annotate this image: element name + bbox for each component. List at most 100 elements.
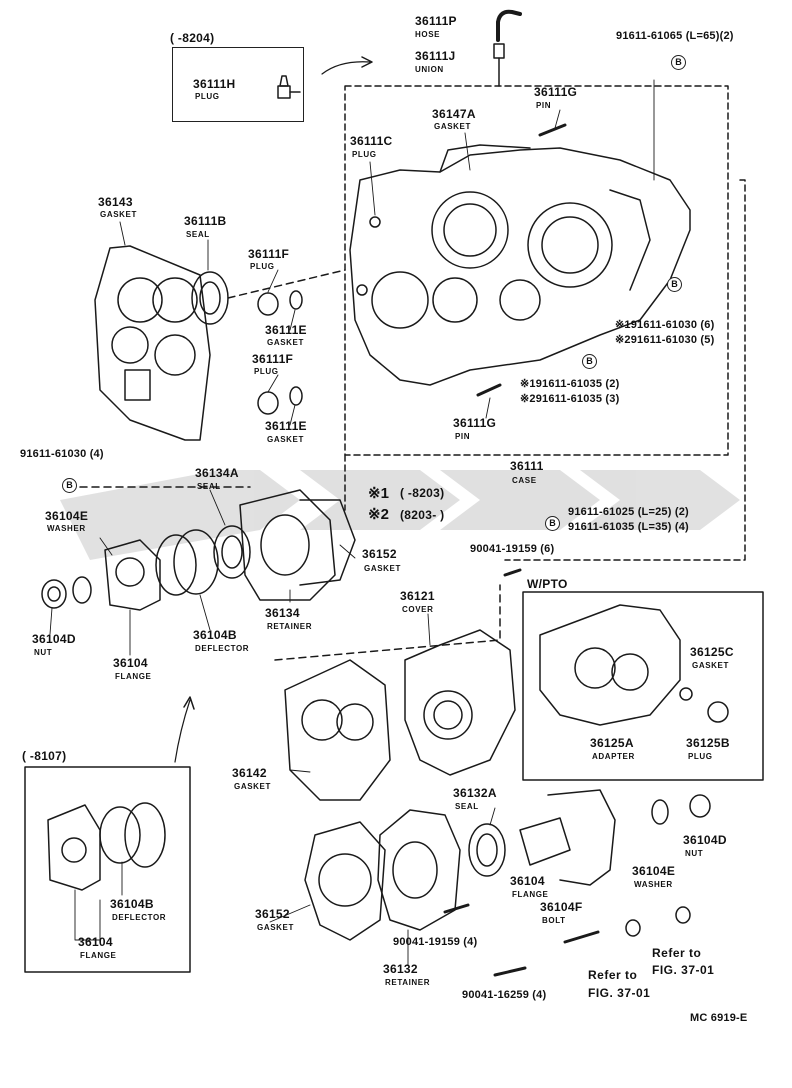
pto-box-title: W/PTO — [527, 577, 568, 591]
part-number: 36111P — [415, 14, 457, 28]
part-description: DEFLECTOR — [112, 913, 167, 922]
part-description: GASKET — [692, 661, 729, 670]
ref-marker-b: B — [62, 478, 77, 493]
part-description: UNION — [415, 65, 444, 74]
refer-note: Refer to — [588, 968, 638, 982]
part-number: 36125C — [690, 645, 734, 659]
stud-90041-drawing — [493, 966, 527, 977]
part-number: 36104 — [510, 874, 545, 888]
part-number: 36111F — [248, 247, 290, 261]
bolt-part-number: 91611-61065 (L=65)(2) — [616, 30, 734, 42]
part-description: NUT — [685, 849, 704, 858]
part-description: PLUG — [352, 150, 377, 159]
part-number: 36121 — [400, 589, 435, 603]
retainer-stack-drawing — [213, 489, 356, 601]
part-description: GASKET — [234, 782, 271, 791]
part-description: SEAL — [186, 230, 210, 239]
part-number: 36104D — [683, 833, 727, 847]
part-number: 36152 — [255, 907, 290, 921]
part-description: DEFLECTOR — [195, 644, 250, 653]
adapter-36125A-drawing — [539, 604, 729, 726]
bolt-90041-lower-drawing — [443, 903, 470, 914]
ref-marker-b: B — [667, 277, 682, 292]
part-number: 36147A — [432, 107, 476, 121]
part-number: 36142 — [232, 766, 267, 780]
refer-note: FIG. 37-01 — [652, 963, 715, 977]
pin-top-drawing — [538, 123, 567, 137]
part-number: 36104E — [632, 864, 676, 878]
date-range-box-top — [172, 47, 304, 122]
part-description: PLUG — [688, 752, 713, 761]
bolt-part-number: 90041-19159 (6) — [470, 543, 555, 555]
part-description: RETAINER — [385, 978, 431, 987]
part-description: PLUG — [195, 92, 220, 101]
part-number: 36111F — [252, 352, 294, 366]
part-number: 36104 — [113, 656, 148, 670]
part-description: GASKET — [267, 435, 304, 444]
figure-code: MC 6919-E — [690, 1012, 748, 1024]
part-description: FLANGE — [512, 890, 549, 899]
part-number: 36104D — [32, 632, 76, 646]
part-description: RETAINER — [267, 622, 313, 631]
cover-36121-drawing — [404, 629, 516, 776]
part-number: 36152 — [362, 547, 397, 561]
part-description: NUT — [34, 648, 53, 657]
part-number: 36111E — [265, 419, 307, 433]
date-range-note: (8203- ) — [400, 508, 445, 522]
part-description: WASHER — [634, 880, 673, 889]
refer-note: Refer to — [652, 946, 702, 960]
part-number: 36111G — [534, 85, 578, 99]
bolt-part-number: 90041-19159 (4) — [393, 936, 478, 948]
part-number: 36104 — [78, 935, 113, 949]
part-number: 36104E — [45, 509, 89, 523]
seal-36132A-drawing — [468, 823, 506, 877]
transfer-case-drawing — [349, 144, 691, 386]
part-description: SEAL — [197, 482, 221, 491]
note-marker: ※1 — [368, 485, 389, 502]
part-number: 36111B — [184, 214, 227, 228]
part-description: PIN — [536, 101, 552, 110]
bolt-part-number: 91611-61025 (L=25) (2) — [568, 506, 689, 518]
part-number: 36104B — [193, 628, 237, 642]
gasket-36143-drawing — [94, 245, 211, 441]
ref-marker-b: B — [582, 354, 597, 369]
pto-box-outline — [522, 591, 764, 781]
bolt-part-number: ※291611-61030 (5) — [615, 334, 715, 346]
plug-36111H-drawing — [277, 75, 301, 99]
part-number: 36134 — [265, 606, 300, 620]
part-description: BOLT — [542, 916, 566, 925]
ref-marker-b: B — [671, 55, 686, 70]
part-number: 36111J — [415, 49, 456, 63]
part-number: 36125A — [590, 736, 634, 750]
part-description: GASKET — [364, 564, 401, 573]
gasket-36142-drawing — [284, 659, 391, 801]
part-description: ADAPTER — [592, 752, 635, 761]
part-number: 36125B — [686, 736, 730, 750]
part-number: 36132A — [453, 786, 497, 800]
flange-upper-drawing — [104, 529, 219, 611]
nut-washer-drawing — [41, 576, 92, 609]
part-number: 36143 — [98, 195, 133, 209]
part-number: 36111C — [350, 134, 393, 148]
refer-note: FIG. 37-01 — [588, 986, 651, 1000]
bolt-part-number: 91611-61035 (L=35) (4) — [568, 521, 689, 533]
pin-bottom-drawing — [476, 383, 502, 397]
flange-lower-right-drawing — [519, 789, 616, 886]
hose-union-drawing — [493, 9, 522, 87]
date-range-bottom: ( -8107) — [22, 749, 67, 763]
part-description: COVER — [402, 605, 434, 614]
part-description: GASKET — [267, 338, 304, 347]
note-marker: ※2 — [368, 506, 389, 523]
bolt-36104F-drawing — [563, 930, 600, 944]
part-description: CASE — [512, 476, 537, 485]
bolt-part-number: ※191611-61035 (2) — [520, 378, 620, 390]
flange-lower-drawing — [47, 802, 166, 891]
part-description: PLUG — [254, 367, 279, 376]
part-description: FLANGE — [80, 951, 117, 960]
part-number: 36111G — [453, 416, 497, 430]
part-number: 36111E — [265, 323, 307, 337]
date-range-note: ( -8203) — [400, 486, 445, 500]
part-description: GASKET — [257, 923, 294, 932]
